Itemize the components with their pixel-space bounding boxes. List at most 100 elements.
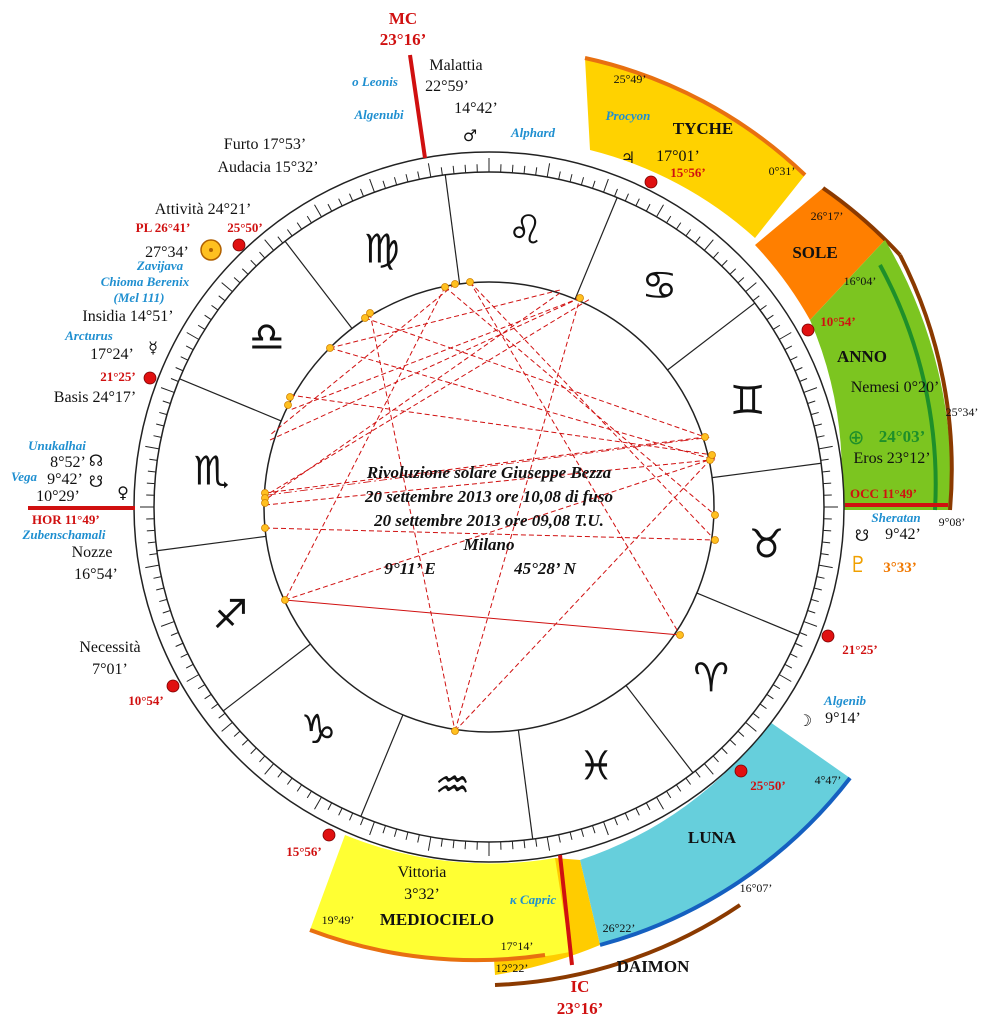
degree-tick	[789, 356, 798, 361]
sole-start: 26°17’	[811, 209, 844, 223]
degree-tick	[685, 229, 692, 237]
degree-tick	[807, 610, 816, 614]
mediocielo-label: MEDIOCIELO	[380, 910, 494, 929]
sign-glyph: ♑	[301, 707, 337, 753]
degree-tick	[156, 587, 165, 591]
lot-audacia: Audacia 15°32’	[217, 159, 318, 176]
luna-end: 26°22’	[603, 921, 636, 935]
degree-tick	[803, 621, 818, 627]
earth-icon: ⊕	[848, 425, 865, 449]
degree-tick	[822, 541, 831, 544]
lot-malattia: Malattia	[429, 57, 482, 74]
degree-tick	[772, 324, 781, 330]
degree-tick	[558, 171, 561, 180]
inner-ring	[263, 281, 715, 733]
tyche-label: TYCHE	[673, 119, 733, 138]
degree-tick	[277, 770, 284, 778]
aspect-line-solid	[284, 599, 681, 636]
degree-tick	[511, 841, 514, 850]
degree-tick	[149, 553, 158, 556]
degree-tick	[592, 180, 596, 189]
lot-nemesi: Nemesi 0°20’	[851, 379, 940, 396]
degree-tick	[211, 304, 219, 311]
degree-tick	[703, 239, 714, 251]
degree-tick	[382, 180, 386, 189]
south-node-degree: 10°29’	[36, 488, 80, 505]
degree-tick	[186, 674, 200, 682]
sector-sole-border	[821, 186, 902, 257]
degree-tick	[813, 423, 822, 427]
degree-tick	[635, 807, 640, 816]
degree-tick	[523, 840, 526, 849]
degree-tick	[221, 282, 233, 293]
degree-tick	[752, 712, 760, 719]
cusp-deg-tyche: 15°56’	[670, 165, 706, 180]
degree-tick	[175, 367, 184, 372]
degree-tick	[810, 411, 819, 416]
degree-tick	[813, 587, 822, 591]
degree-tick	[211, 703, 219, 710]
degree-tick	[306, 790, 312, 799]
sign-division-line	[711, 462, 822, 479]
star-zubenschamali: Zubenschamali	[21, 527, 105, 542]
cusp-deg-anno: 10°54’	[820, 314, 856, 329]
star-sheratan: Sheratan	[871, 510, 920, 525]
degree-tick	[799, 378, 808, 382]
degree-tick	[180, 653, 189, 658]
sign-glyph: ♏	[193, 448, 229, 494]
degree-tick	[772, 684, 781, 690]
degree-tick	[250, 259, 257, 267]
star-chioma-berenix: Chioma Berenix	[101, 274, 190, 289]
sector-anno-border	[878, 264, 938, 511]
degree-tick	[675, 222, 682, 230]
degree-tick	[766, 693, 774, 700]
degree-tick	[241, 739, 249, 746]
degree-tick	[656, 796, 664, 810]
ic-axis-line	[558, 854, 574, 966]
degree-tick	[685, 777, 692, 785]
anno-end2: 9°08’	[939, 515, 966, 529]
star-arcturus: Arcturus	[64, 328, 113, 343]
degree-tick	[464, 164, 467, 173]
degree-tick	[327, 802, 333, 811]
sign-division-line	[625, 685, 694, 774]
degree-tick	[218, 295, 226, 302]
degree-tick	[794, 367, 803, 372]
south-node-2-degree: 9°42’	[885, 526, 921, 543]
degree-tick	[204, 314, 212, 321]
aspect-points	[261, 278, 719, 735]
degree-tick	[145, 564, 160, 569]
degree-tick	[818, 445, 833, 450]
mc-degree: 23°16’	[380, 30, 426, 49]
degree-tick	[306, 215, 312, 224]
degree-tick	[603, 821, 609, 836]
moon-degree: 9°14’	[825, 710, 861, 727]
lot-nozze-deg: 16°54’	[74, 566, 118, 583]
degree-tick	[464, 841, 467, 850]
cusp-deg-necessita: 10°54’	[128, 693, 164, 708]
title-line-4: Milano	[462, 535, 514, 554]
degree-tick	[146, 529, 155, 532]
mc-label: MC	[389, 9, 417, 28]
mars-degree: 14°42’	[454, 100, 498, 117]
pluto-degree: 3°33’	[883, 560, 917, 576]
sign-glyph: ♈	[693, 655, 729, 701]
degree-tick	[511, 164, 514, 173]
luna-mid: 16°07’	[740, 881, 773, 895]
south-node-2-icon: ☋	[855, 526, 869, 545]
degree-tick	[656, 204, 664, 218]
sign-division-line	[667, 302, 756, 371]
degree-tick	[721, 259, 728, 267]
degree-tick	[147, 470, 156, 473]
degree-tick	[146, 482, 155, 485]
degree-tick	[185, 663, 194, 669]
sun-icon-center	[209, 248, 213, 252]
degree-tick	[153, 576, 162, 579]
degree-tick	[153, 435, 162, 438]
degree-tick	[807, 400, 816, 404]
degree-tick	[149, 458, 158, 461]
title-line-2: 20 settembre 2013 ore 10,08 di fuso	[364, 487, 613, 506]
mediocielo-end: 17°14’	[501, 939, 534, 953]
degree-tick	[159, 411, 168, 416]
